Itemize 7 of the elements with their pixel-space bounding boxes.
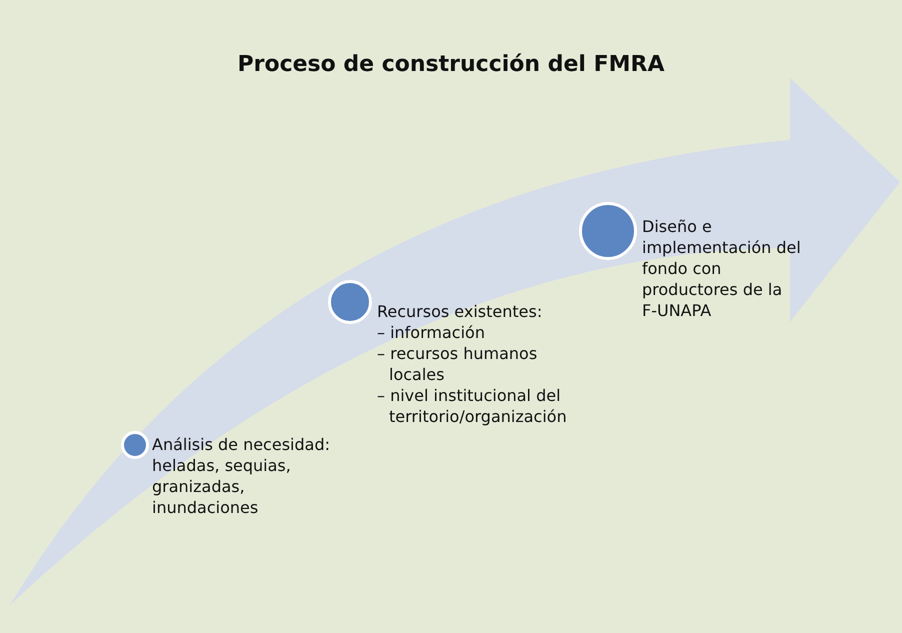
list-item: – información <box>377 322 486 343</box>
list-item: – recursos humanos locales <box>377 343 538 385</box>
step-text: Diseño e implementación del fondo con productores de la F-UNAPA <box>642 216 802 321</box>
step-text: Análisis de necesidad: heladas, sequias, granizadas, inundaciones <box>152 434 331 518</box>
step-heading: Recursos existentes: <box>377 301 544 322</box>
title: Proceso de construcción del FMRA <box>236 52 666 77</box>
list-item: – nivel institucional del territorio/organización <box>377 385 568 427</box>
